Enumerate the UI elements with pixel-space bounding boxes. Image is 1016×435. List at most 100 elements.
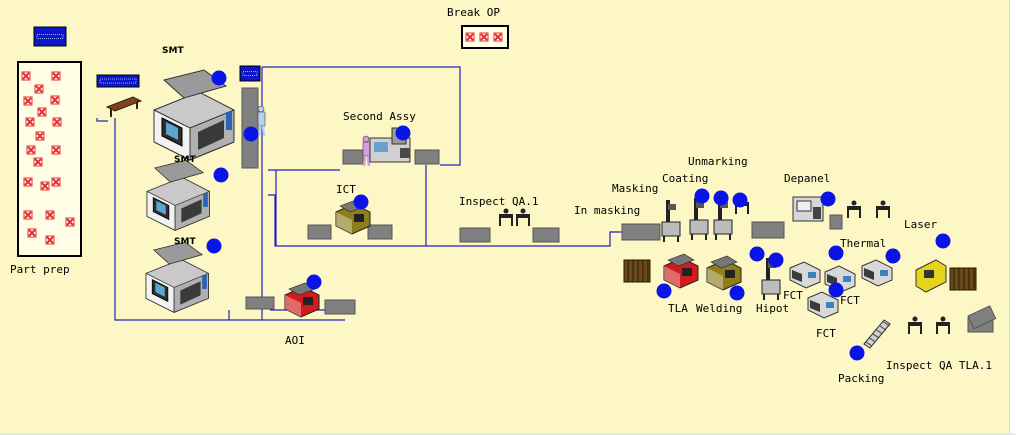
part-marker-icon [40,181,50,191]
part-marker-icon [50,95,60,105]
machining-center-icon[interactable] [146,159,210,232]
label-ict: ICT [336,183,356,196]
label-fct-2: FCT [840,294,860,307]
part-marker-icon [52,117,62,127]
status-dot-icon[interactable] [820,191,836,207]
machining-center-icon[interactable] [145,241,209,314]
coating-station[interactable] [689,198,709,240]
buffer-icon[interactable] [324,299,356,315]
part-prep-area[interactable] [17,61,82,257]
buffer-icon[interactable] [414,149,440,165]
status-dot-icon[interactable] [749,246,765,262]
label-fct-3: FCT [816,327,836,340]
status-dot-icon[interactable] [213,167,229,183]
status-dot-icon[interactable] [306,274,322,290]
masking-station[interactable] [661,200,681,242]
part-marker-icon [51,71,61,81]
label-coating: Coating [662,172,709,185]
status-dot-icon[interactable] [713,190,729,206]
inspect-bench[interactable] [499,208,513,227]
status-dot-icon[interactable] [395,125,411,141]
status-dot-icon[interactable] [849,345,865,361]
buffer-icon[interactable] [967,305,997,330]
flow-line [426,231,622,247]
buffer-icon[interactable] [751,221,785,239]
status-dot-icon[interactable] [768,252,784,268]
label-packing: Packing [838,372,885,385]
label-inspect-qa-tla1: Inspect QA TLA.1 [886,359,992,372]
part-marker-icon [51,177,61,187]
buffer-icon[interactable] [245,296,275,310]
window-right-border [1009,0,1016,435]
part-marker-icon [23,177,33,187]
aoi-machine[interactable] [284,282,320,318]
pallet-stack[interactable] [949,267,977,291]
inspect-bench[interactable] [936,316,950,335]
inspect-bench[interactable] [847,200,861,219]
tla-machine[interactable] [663,253,699,289]
status-dot-icon[interactable] [828,245,844,261]
workbench-icon[interactable] [105,96,143,117]
part-marker-icon [51,145,61,155]
status-dot-icon[interactable] [211,70,227,86]
label-second-assy: Second Assy [343,110,416,123]
label-part-prep: Part prep [10,263,70,276]
inspect-bench[interactable] [516,208,530,227]
buffer-icon[interactable] [829,214,843,230]
status-dot-icon[interactable] [732,192,748,208]
part-marker-icon [35,131,45,141]
flow-line [96,118,108,122]
inspect-bench[interactable] [908,316,922,335]
operator-icon[interactable] [257,105,266,137]
label-welding: Welding [696,302,743,315]
label-smt-1: SMT [162,46,184,56]
welding-machine[interactable] [706,255,742,291]
buffer-icon[interactable] [307,224,332,240]
part-marker-icon [65,217,75,227]
status-dot-icon[interactable] [935,233,951,249]
buffer-icon[interactable] [621,223,661,241]
source-icon[interactable] [96,74,140,88]
status-dot-icon[interactable] [243,126,259,142]
part-marker-icon [23,96,33,106]
status-dot-icon[interactable] [656,283,672,299]
packing-conveyor[interactable] [863,319,891,349]
source-icon[interactable] [33,26,67,47]
status-dot-icon[interactable] [694,188,710,204]
source-icon[interactable] [239,65,261,82]
label-laser: Laser [904,218,938,231]
laser-machine[interactable] [915,259,947,293]
operator-icon[interactable] [362,135,371,167]
part-marker-icon [21,71,31,81]
label-smt-2: SMT [174,155,196,165]
part-marker-icon [465,32,475,42]
label-hipot: Hipot [756,302,790,315]
buffer-icon[interactable] [342,149,364,165]
depanel-machine[interactable] [792,196,824,222]
machining-center-icon[interactable] [153,69,235,161]
unmarking-station[interactable] [713,198,733,240]
label-masking: Masking [612,182,659,195]
buffer-icon[interactable] [459,227,491,243]
part-marker-icon [27,228,37,238]
status-dot-icon[interactable] [729,285,745,301]
break-op-block[interactable] [461,25,509,49]
label-depanel: Depanel [784,172,831,185]
fct-machine[interactable] [789,261,821,289]
label-unmarking: Unmarking [688,155,748,168]
flow-line [268,194,426,247]
flow-line [262,66,461,166]
buffer-icon[interactable] [367,224,393,240]
status-dot-icon[interactable] [206,238,222,254]
thermal-machine[interactable] [861,259,893,287]
inspect-bench[interactable] [876,200,890,219]
status-dot-icon[interactable] [828,282,844,298]
fct-machine[interactable] [807,291,839,319]
part-marker-icon [45,210,55,220]
pallet-stack[interactable] [623,259,651,283]
buffer-icon[interactable] [532,227,560,243]
status-dot-icon[interactable] [353,194,369,210]
part-marker-icon [34,84,44,94]
status-dot-icon[interactable] [885,248,901,264]
